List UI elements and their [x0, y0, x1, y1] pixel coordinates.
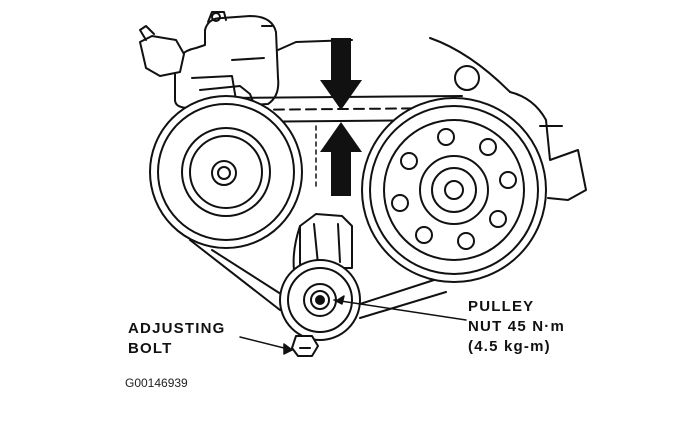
tensioner-bracket: [292, 213, 353, 271]
tensioner-pulley: [279, 259, 361, 341]
nut-torque-alt-label: (4.5 kg-m): [468, 338, 551, 355]
figure-id: G00146939: [125, 376, 188, 390]
adjusting-label: ADJUSTING: [128, 320, 226, 337]
nut-torque-label: NUT 45 N·m: [468, 318, 566, 335]
down-arrow-icon: [320, 38, 362, 110]
power-steering-pump: [139, 11, 280, 109]
leader-lines: [239, 295, 467, 355]
belt-deflection-arrows: [320, 38, 362, 196]
adjusting-bolt: [291, 335, 319, 357]
bolt-label: BOLT: [128, 340, 173, 357]
pulley-label: PULLEY: [468, 298, 535, 315]
crankshaft-pulley: [361, 97, 547, 283]
alternator-pulley: [149, 95, 303, 249]
up-arrow-icon: [320, 122, 362, 196]
